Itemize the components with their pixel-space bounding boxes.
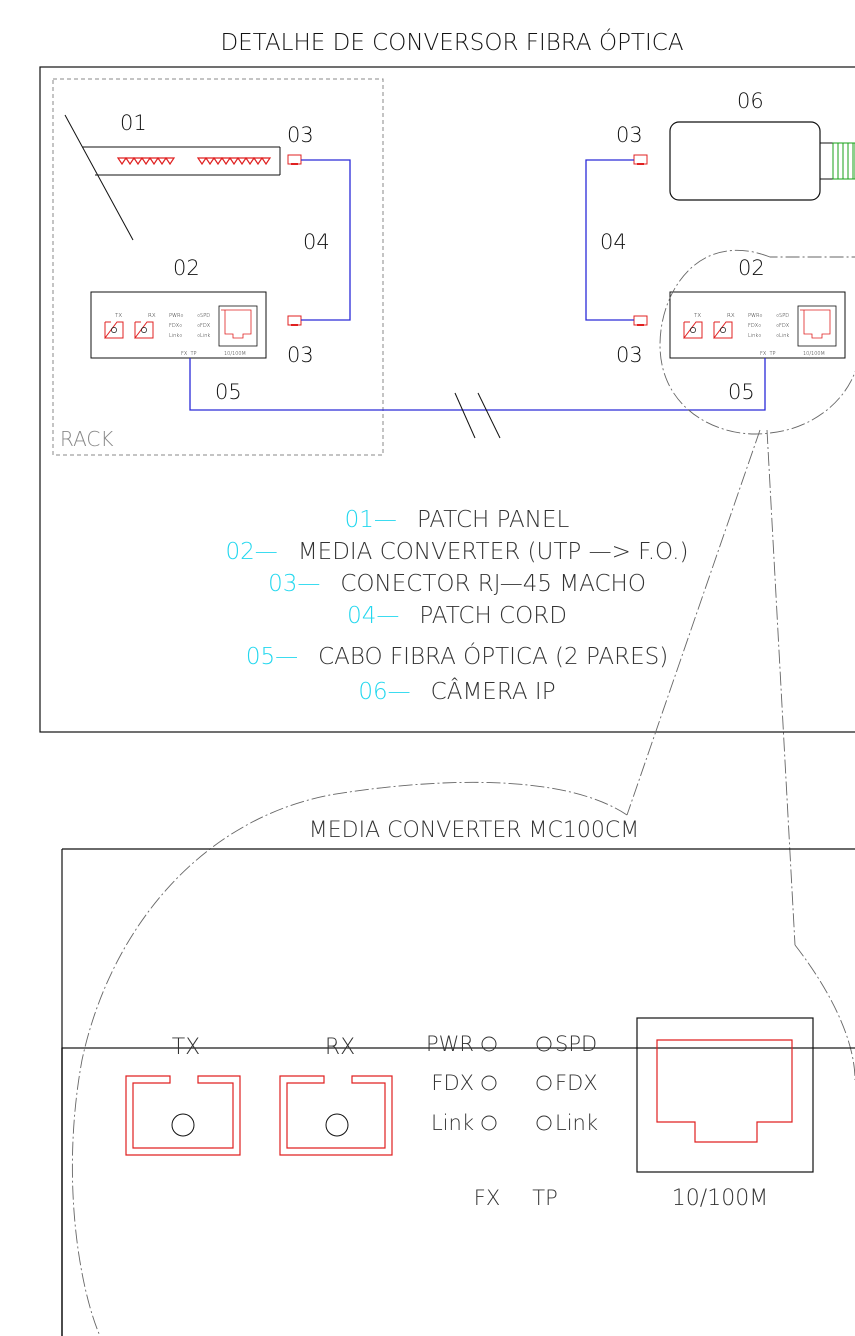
detail-circle-small	[659, 250, 855, 435]
patch-cord-right	[585, 159, 634, 321]
fiber-cable	[189, 358, 766, 411]
legend-item: 02— MEDIA CONVERTER (UTP —> F.O.)	[226, 539, 689, 565]
led-link2	[536, 1115, 552, 1131]
led-spd	[536, 1036, 552, 1052]
legend-text: CÂMERA IP	[431, 677, 556, 705]
legend-item: 05— CABO FIBRA ÓPTICA (2 PARES)	[246, 642, 668, 670]
legend-num: 05—	[246, 644, 298, 670]
led-fdx	[481, 1075, 497, 1091]
legend-num: 04—	[347, 603, 399, 629]
detail-leader-left	[626, 429, 761, 816]
rj45-port	[636, 1017, 814, 1173]
callout-01: 01	[120, 111, 147, 135]
callout-03-left-top: 03	[287, 123, 314, 147]
callout-02-left: 02	[173, 256, 200, 280]
callout-03-right-top: 03	[616, 123, 643, 147]
fx-label: FX	[474, 1186, 500, 1210]
led-link	[481, 1115, 497, 1131]
callout-04-right: 04	[600, 230, 627, 254]
callout-02-right: 02	[738, 256, 765, 280]
rx-label: RX	[325, 1035, 355, 1060]
led-link-label: Link	[431, 1111, 474, 1135]
callout-05-right: 05	[728, 380, 755, 404]
drawing-frame	[39, 66, 855, 733]
rx-port	[279, 1075, 393, 1156]
legend: 01— PATCH PANEL 02— MEDIA CONVERTER (UTP —…	[226, 507, 689, 705]
media-converter-right	[669, 291, 846, 359]
legend-num: 03—	[268, 571, 320, 597]
led-link2-label: Link	[555, 1111, 598, 1135]
rj45-right-top	[633, 154, 648, 165]
patch-panel	[64, 114, 281, 241]
legend-item: 06— CÂMERA IP	[358, 677, 555, 705]
legend-item: 04— PATCH CORD	[347, 603, 567, 629]
rack-box	[52, 78, 384, 456]
legend-item: 03— CONECTOR RJ—45 MACHO	[268, 571, 646, 597]
callout-03-left-bottom: 03	[287, 343, 314, 367]
tx-port	[125, 1075, 241, 1156]
rj45-left-top	[287, 154, 302, 165]
led-fdx2-label: FDX	[555, 1071, 598, 1095]
callout-05-left: 05	[215, 380, 242, 404]
tp-label: TP	[532, 1186, 558, 1210]
legend-item: 01— PATCH PANEL	[345, 507, 570, 533]
led-pwr-label: PWR	[426, 1032, 474, 1056]
media-converter-left	[90, 291, 267, 359]
led-fdx2	[536, 1075, 552, 1091]
detail-circle-large	[71, 781, 855, 1336]
speed-label: 10/100M	[672, 1186, 768, 1211]
legend-text: MEDIA CONVERTER (UTP —> F.O.)	[298, 539, 689, 565]
legend-num: 02—	[226, 539, 278, 565]
media-converter-detail	[61, 848, 855, 1336]
led-fdx-label: FDX	[431, 1071, 474, 1095]
led-spd-label: SPD	[555, 1032, 597, 1056]
rj45-left-bottom	[287, 315, 302, 326]
detail-leader-right	[766, 429, 796, 946]
converter-title: MEDIA CONVERTER MC100CM	[309, 818, 639, 843]
legend-text: CABO FIBRA ÓPTICA (2 PARES)	[318, 642, 668, 670]
ip-camera-icon	[669, 121, 855, 201]
rj45-right-bottom	[633, 315, 648, 326]
legend-text: PATCH PANEL	[417, 507, 570, 533]
legend-text: CONECTOR RJ—45 MACHO	[340, 571, 646, 597]
callout-04-left: 04	[303, 230, 330, 254]
legend-num: 01—	[345, 507, 397, 533]
legend-text: PATCH CORD	[419, 603, 567, 629]
patch-cord-left	[301, 159, 351, 321]
legend-num: 06—	[358, 679, 410, 705]
callout-03-right-bottom: 03	[616, 343, 643, 367]
led-pwr	[481, 1036, 497, 1052]
rack-label: RACK	[60, 427, 114, 451]
callout-06: 06	[737, 89, 764, 113]
tx-label: TX	[172, 1035, 201, 1060]
break-symbol	[454, 392, 501, 439]
page-title: DETALHE DE CONVERSOR FIBRA ÓPTICA	[220, 28, 683, 56]
